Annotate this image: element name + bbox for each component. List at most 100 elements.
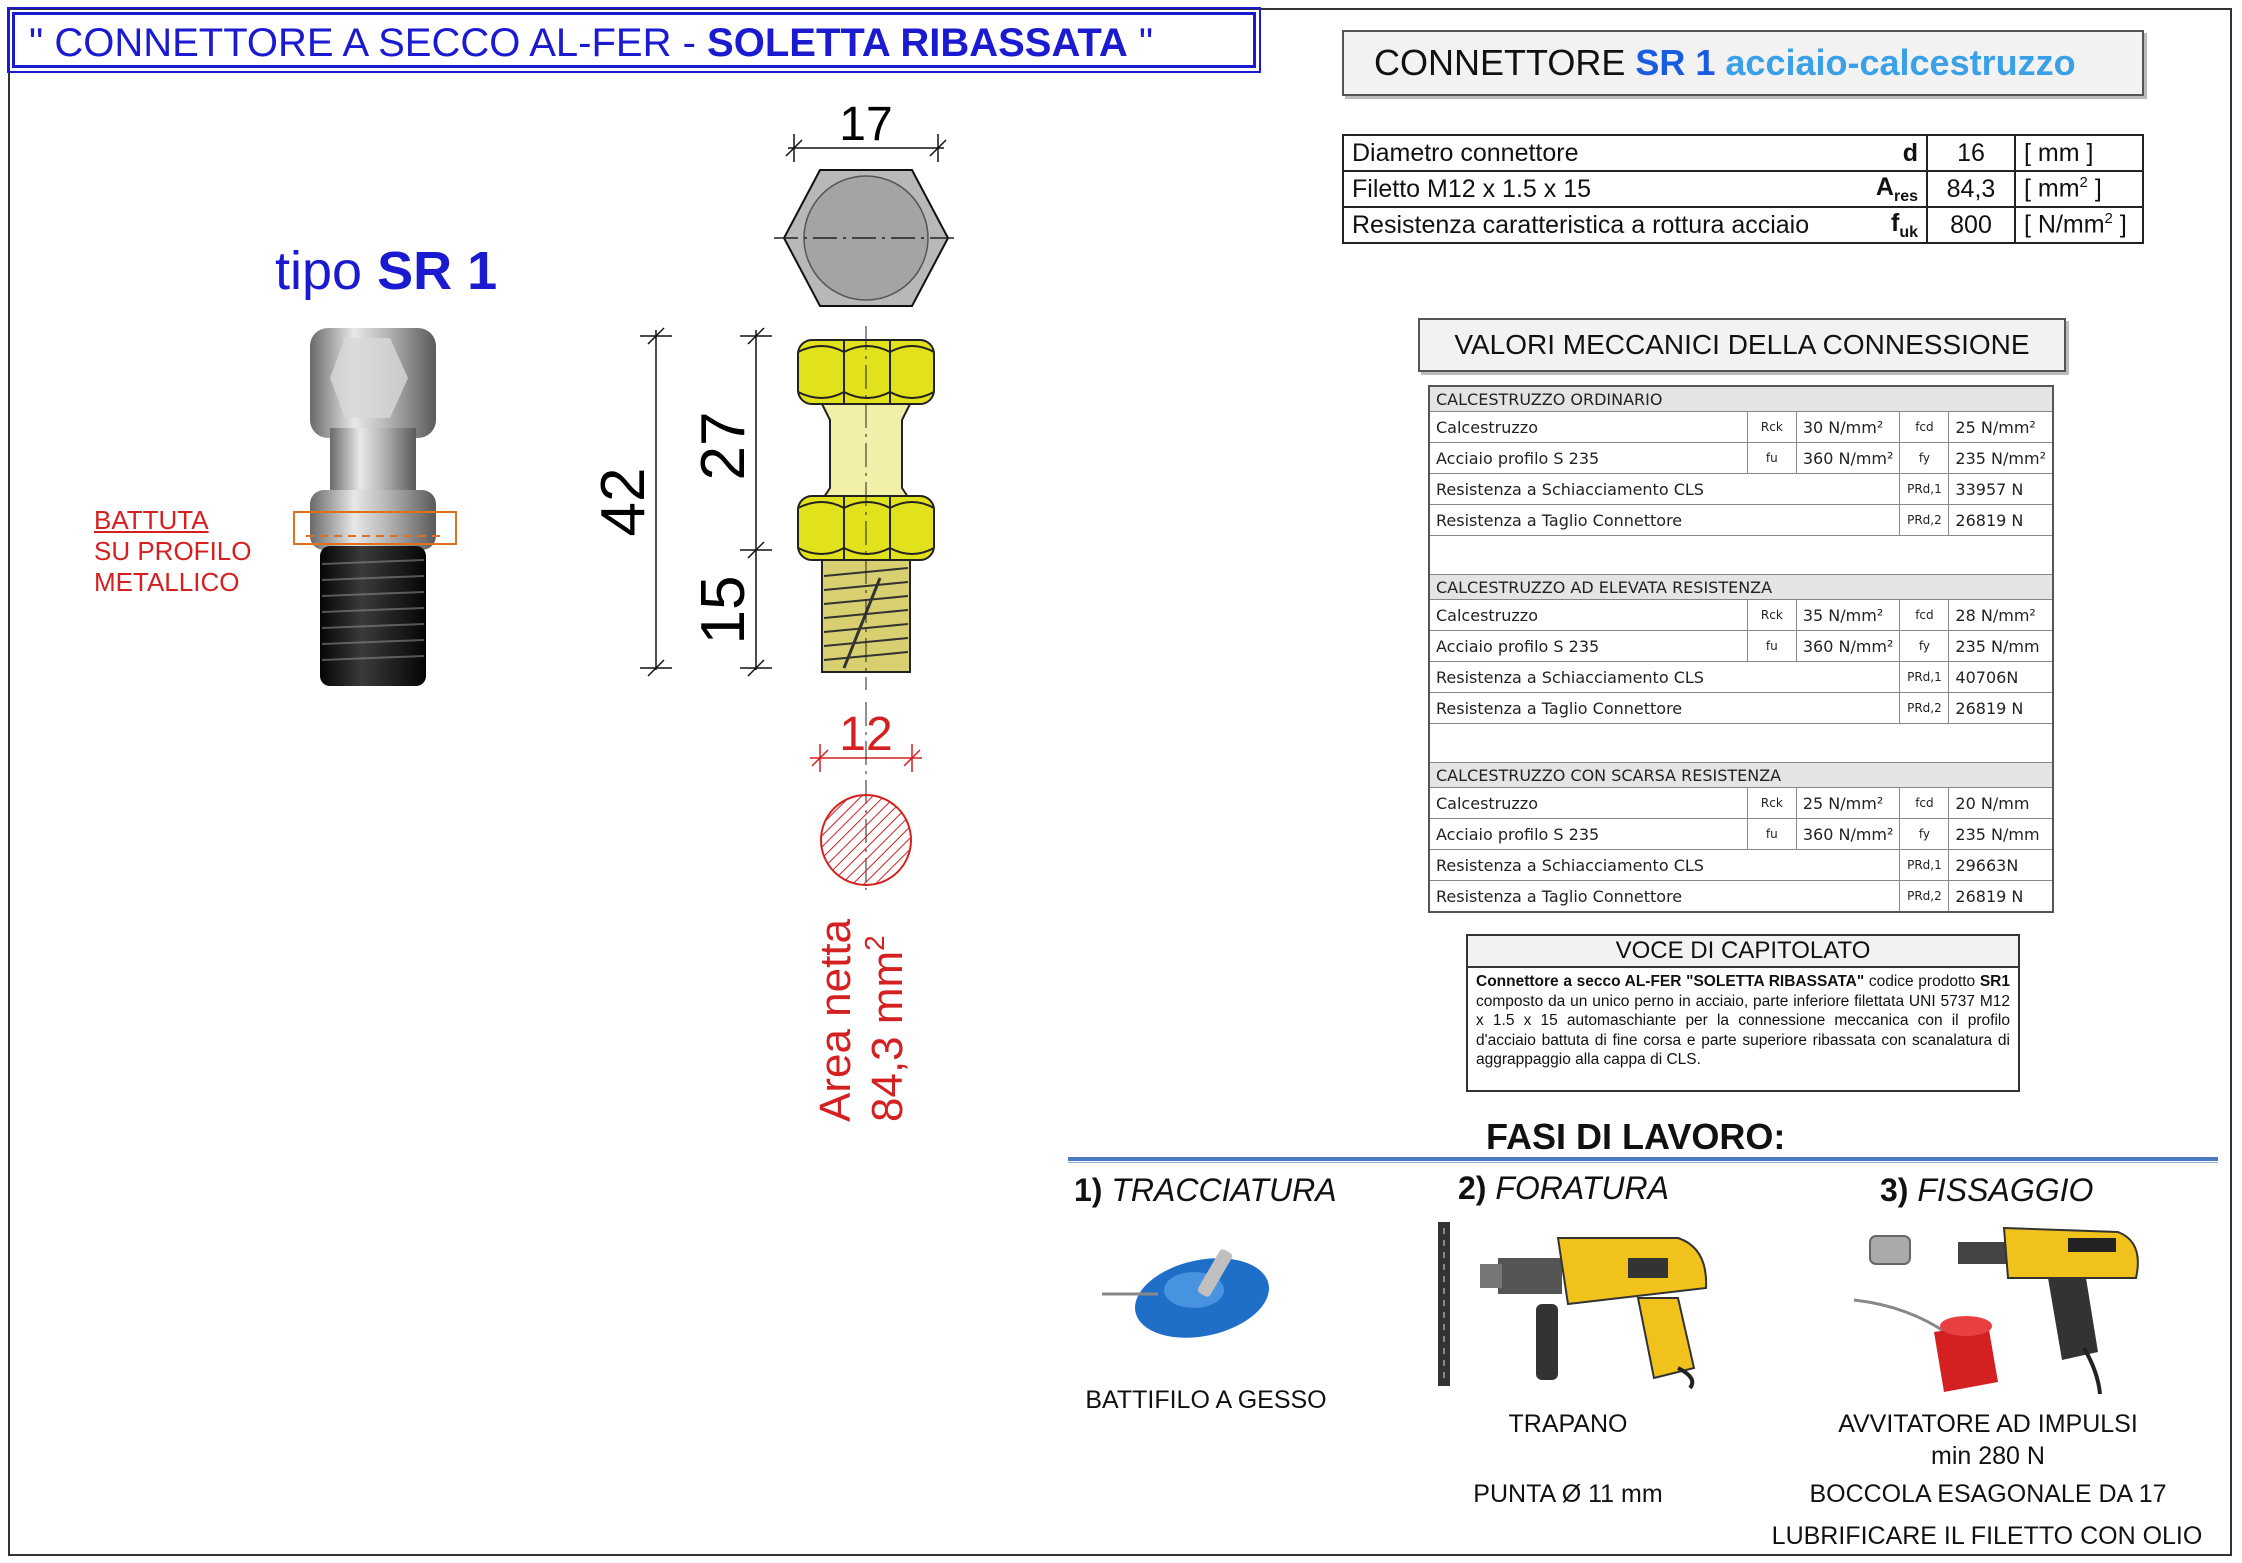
table-cell: Resistenza a Taglio Connettore bbox=[1428, 880, 1901, 913]
table-cell: 33957 N bbox=[1948, 473, 2054, 505]
table-cell: 360 N/mm² bbox=[1795, 442, 1901, 474]
impact-wrench-icon bbox=[1853, 1226, 2139, 1395]
table-cell: fu bbox=[1746, 818, 1797, 850]
phase-2-title: 2) FORATURA bbox=[1458, 1170, 1669, 1206]
battuta-marker bbox=[293, 511, 457, 545]
work-phases-title: FASI DI LAVORO: bbox=[1486, 1116, 1786, 1157]
table-cell: Resistenza a Schiacciamento CLS bbox=[1428, 661, 1901, 693]
table-cell: Calcestruzzo bbox=[1428, 787, 1748, 819]
table-row: Resistenza caratteristica a rottura acci… bbox=[1341, 206, 2144, 244]
mech-section-title: CALCESTRUZZO CON SCARSA RESISTENZA bbox=[1428, 762, 2054, 788]
table-cell: 235 N/mm bbox=[1948, 818, 2054, 850]
battuta-label: BATTUTA SU PROFILO METALLICO bbox=[94, 505, 252, 597]
table-cell: fcd bbox=[1899, 787, 1950, 819]
dim-lower: 15 bbox=[689, 576, 758, 645]
table-spacer bbox=[1428, 535, 2054, 575]
page-frame bbox=[8, 8, 2232, 1556]
table-cell: Acciaio profilo S 235 bbox=[1428, 442, 1748, 474]
table-row: Diametro connettore d 16 [ mm ] bbox=[1341, 134, 2144, 172]
table-cell: fu bbox=[1746, 630, 1797, 662]
table-cell: 25 N/mm² bbox=[1795, 787, 1901, 819]
table-cell: PRd,1 bbox=[1899, 661, 1950, 693]
table-cell: Acciaio profilo S 235 bbox=[1428, 630, 1748, 662]
table-cell: 235 N/mm² bbox=[1948, 442, 2054, 474]
connector-header: CONNETTORE SR 1 acciaio-calcestruzzo bbox=[1342, 30, 2144, 96]
table-cell: PRd,2 bbox=[1899, 880, 1950, 913]
table-cell: Resistenza a Taglio Connettore bbox=[1428, 692, 1901, 724]
phase-3-title: 3) FISSAGGIO bbox=[1880, 1172, 2094, 1208]
table-cell: Calcestruzzo bbox=[1428, 599, 1748, 631]
table-cell: fu bbox=[1746, 442, 1797, 474]
dim-upper: 27 bbox=[689, 412, 758, 481]
table-cell: 30 N/mm² bbox=[1795, 411, 1901, 443]
phase-3-caption-tool: AVVITATORE AD IMPULSI bbox=[1838, 1410, 2138, 1438]
phase-3-caption-socket: BOCCOLA ESAGONALE DA 17 bbox=[1809, 1480, 2167, 1508]
table-row: Filetto M12 x 1.5 x 15 Ares 84,3 [ mm2 ] bbox=[1341, 170, 2144, 208]
table-cell: fcd bbox=[1899, 599, 1950, 631]
table-cell: fy bbox=[1899, 442, 1950, 474]
table-cell: Rck bbox=[1746, 787, 1797, 819]
phase-2-caption-tool: TRAPANO bbox=[1508, 1410, 1628, 1438]
page-title: " CONNETTORE A SECCO AL-FER - SOLETTA RI… bbox=[7, 7, 1261, 73]
table-cell: 20 N/mm bbox=[1948, 787, 2054, 819]
table-cell: fcd bbox=[1899, 411, 1950, 443]
drill-icon bbox=[1438, 1222, 1708, 1390]
mech-section-title: CALCESTRUZZO ORDINARIO bbox=[1428, 385, 2054, 412]
dim-total: 42 bbox=[589, 468, 658, 537]
specification-title: VOCE DI CAPITOLATO bbox=[1468, 936, 2018, 968]
table-spacer bbox=[1428, 723, 2054, 763]
phase-2-caption-bit: PUNTA Ø 11 mm bbox=[1473, 1480, 1663, 1508]
table-cell: Calcestruzzo bbox=[1428, 411, 1748, 443]
phase-3-caption-lubricate: LUBRIFICARE IL FILETTO CON OLIO bbox=[1771, 1522, 2203, 1550]
specification-text: Connettore a secco AL-FER "SOLETTA RIBAS… bbox=[1476, 973, 2010, 1068]
technical-drawing: 17 42 27 15 bbox=[589, 98, 958, 1122]
table-cell: Resistenza a Taglio Connettore bbox=[1428, 504, 1901, 536]
table-cell: 29663N bbox=[1948, 849, 2054, 881]
table-cell: 26819 N bbox=[1948, 504, 2054, 536]
table-cell: 26819 N bbox=[1948, 880, 2054, 913]
table-cell: 28 N/mm² bbox=[1948, 599, 2054, 631]
table-cell: 26819 N bbox=[1948, 692, 2054, 724]
title-bold: SOLETTA RIBASSATA bbox=[707, 21, 1128, 65]
table-cell: fy bbox=[1899, 630, 1950, 662]
connector-photo bbox=[310, 328, 436, 686]
phase-1-title: 1) TRACCIATURA bbox=[1074, 1172, 1337, 1208]
divider bbox=[1068, 1157, 2218, 1161]
dim-hex: 17 bbox=[839, 98, 892, 151]
mech-section-title: CALCESTRUZZO AD ELEVATA RESISTENZA bbox=[1428, 574, 2054, 600]
table-cell: PRd,2 bbox=[1899, 692, 1950, 724]
phase-3-caption-force: min 280 N bbox=[1931, 1442, 2045, 1470]
area-label: Area netta bbox=[811, 918, 860, 1122]
connector-properties-table: Diametro connettore d 16 [ mm ] Filetto … bbox=[1341, 134, 2144, 244]
area-value: 84,3 mm2 bbox=[859, 935, 912, 1122]
mechanical-values-header: VALORI MECCANICI DELLA CONNESSIONE bbox=[1418, 318, 2066, 372]
table-cell: Rck bbox=[1746, 411, 1797, 443]
table-cell: Rck bbox=[1746, 599, 1797, 631]
connector-type-label: tipo SR 1 bbox=[275, 241, 498, 301]
table-cell: PRd,2 bbox=[1899, 504, 1950, 536]
table-cell: 25 N/mm² bbox=[1948, 411, 2054, 443]
specification-box: VOCE DI CAPITOLATO Connettore a secco AL… bbox=[1466, 934, 2020, 1092]
table-cell: 360 N/mm² bbox=[1795, 630, 1901, 662]
divider bbox=[1068, 1162, 2218, 1163]
table-cell: Acciaio profilo S 235 bbox=[1428, 818, 1748, 850]
table-cell: 35 N/mm² bbox=[1795, 599, 1901, 631]
table-cell: PRd,1 bbox=[1899, 473, 1950, 505]
table-cell: 235 N/mm bbox=[1948, 630, 2054, 662]
table-cell: Resistenza a Schiacciamento CLS bbox=[1428, 473, 1901, 505]
phase-1-caption: BATTIFILO A GESSO bbox=[1085, 1386, 1327, 1414]
table-cell: Resistenza a Schiacciamento CLS bbox=[1428, 849, 1901, 881]
table-cell: 360 N/mm² bbox=[1795, 818, 1901, 850]
table-cell: fy bbox=[1899, 818, 1950, 850]
